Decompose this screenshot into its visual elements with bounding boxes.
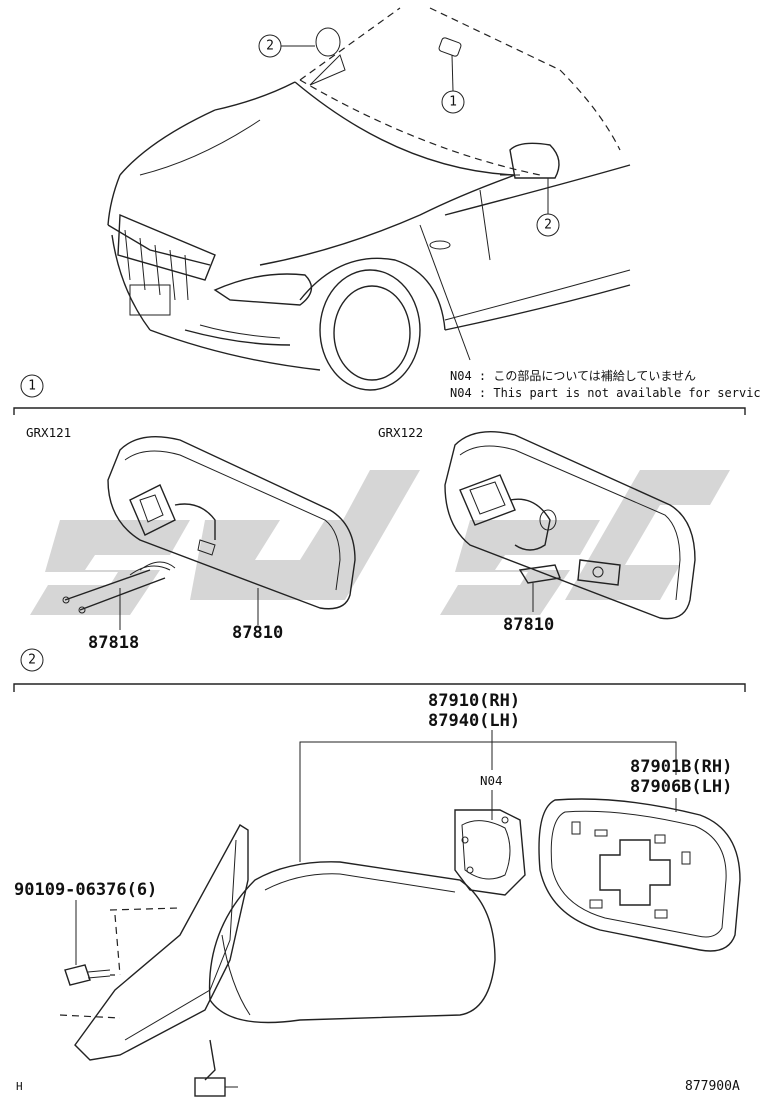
section-2-bracket: [13, 683, 746, 692]
part-90109-bolt: 90109-06376(6): [14, 880, 157, 900]
part-87818: 87818: [88, 633, 139, 653]
variant-grx122: GRX122: [378, 425, 423, 440]
bolt-part: [59, 900, 181, 1019]
note-en: N04 : This part is not available for ser…: [450, 386, 760, 400]
callout-2-top: 2: [258, 34, 315, 58]
part-87940: 87940(LH): [428, 711, 520, 731]
rearview-mirror-grx122: [444, 430, 696, 620]
note-ref-n04: N04: [480, 773, 503, 788]
section-2-marker: 2: [20, 648, 44, 672]
rearview-mirror-grx121: [62, 435, 356, 630]
section-1-bracket: [13, 407, 746, 415]
svg-text:2: 2: [544, 218, 552, 233]
leader-87910: [299, 741, 677, 862]
section-1-marker: 1: [20, 374, 44, 398]
variant-grx121: GRX121: [26, 425, 71, 440]
mirror-actuator: [454, 809, 526, 896]
svg-text:2: 2: [266, 39, 274, 54]
callout-2-side: 2: [536, 178, 560, 237]
callout-1-top: 1: [441, 54, 465, 114]
part-87906b: 87906B(LH): [630, 777, 732, 797]
part-87810-grx122: 87810: [503, 615, 554, 635]
mirror-glass: [538, 798, 741, 952]
outside-mirror-assembly: [74, 824, 496, 1097]
svg-text:1: 1: [28, 379, 36, 394]
svg-text:2: 2: [28, 653, 36, 668]
svg-text:1: 1: [449, 95, 457, 110]
footer-mark: H: [16, 1080, 23, 1093]
note-jp: N04 : この部品については補給していません: [450, 368, 696, 383]
part-87901b: 87901B(RH): [630, 757, 732, 777]
car-illustration: [107, 7, 631, 391]
diagram-code: 877900A: [685, 1079, 740, 1094]
part-87910: 87910(RH): [428, 691, 520, 711]
part-87810-grx121: 87810: [232, 623, 283, 643]
watermark-logo: [30, 470, 730, 615]
